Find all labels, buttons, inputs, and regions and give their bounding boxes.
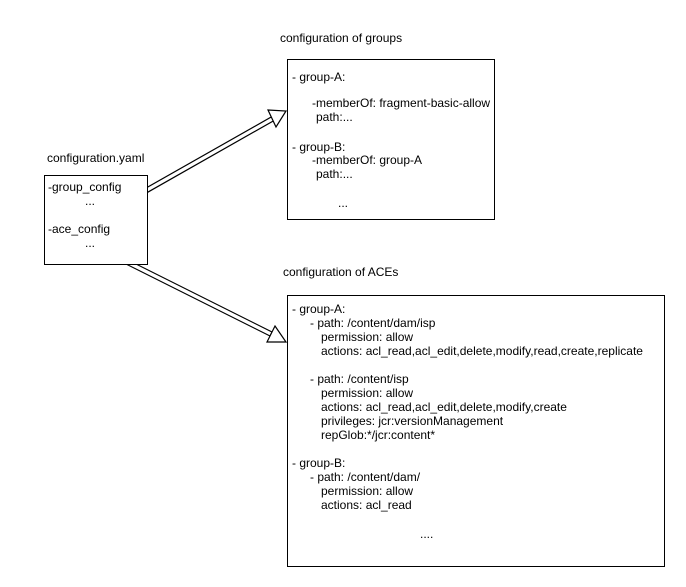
yaml-line: ... [85, 236, 96, 250]
aces-line: actions: acl_read,acl_edit,delete,modify… [321, 400, 567, 414]
aces-title: configuration of ACEs [283, 265, 399, 279]
groups-line: path:... [316, 167, 353, 181]
groups-box: - group-A: -memberOf: fragment-basic-all… [287, 59, 495, 220]
aces-line: - path: /content/dam/ [310, 470, 421, 484]
aces-line: actions: acl_read [321, 498, 412, 512]
aces-line: - group-B: [292, 456, 346, 470]
yaml-line: ... [85, 194, 96, 208]
groups-line: - group-A: [292, 70, 346, 84]
groups-line: -memberOf: group-A [312, 153, 423, 167]
arrow-to-groups [124, 109, 288, 205]
aces-line: - path: /content/isp [310, 372, 409, 386]
groups-line: ... [338, 196, 349, 210]
aces-line: .... [420, 527, 434, 541]
aces-line: permission: allow [321, 386, 414, 400]
aces-line: permission: allow [321, 484, 414, 498]
yaml-box: -group_config ... -ace_config ... [44, 175, 148, 265]
aces-box: - group-A: - path: /content/dam/isp perm… [287, 295, 665, 567]
yaml-line: -ace_config [48, 222, 111, 236]
groups-line: path:... [316, 110, 353, 124]
yaml-line: -group_config [48, 180, 122, 194]
aces-line: - group-A: [292, 302, 346, 316]
groups-line: - group-B: [292, 140, 346, 154]
aces-line: repGlob:*/jcr:content* [321, 428, 436, 442]
groups-title: configuration of groups [280, 31, 403, 45]
aces-line: - path: /content/dam/isp [310, 316, 436, 330]
yaml-title: configuration.yaml [47, 151, 145, 165]
arrow-to-aces [123, 258, 288, 343]
aces-line: privileges: jcr:versionManagement [321, 414, 504, 428]
aces-line: permission: allow [321, 330, 414, 344]
aces-line: actions: acl_read,acl_edit,delete,modify… [321, 344, 643, 358]
groups-line: -memberOf: fragment-basic-allow [312, 96, 491, 110]
